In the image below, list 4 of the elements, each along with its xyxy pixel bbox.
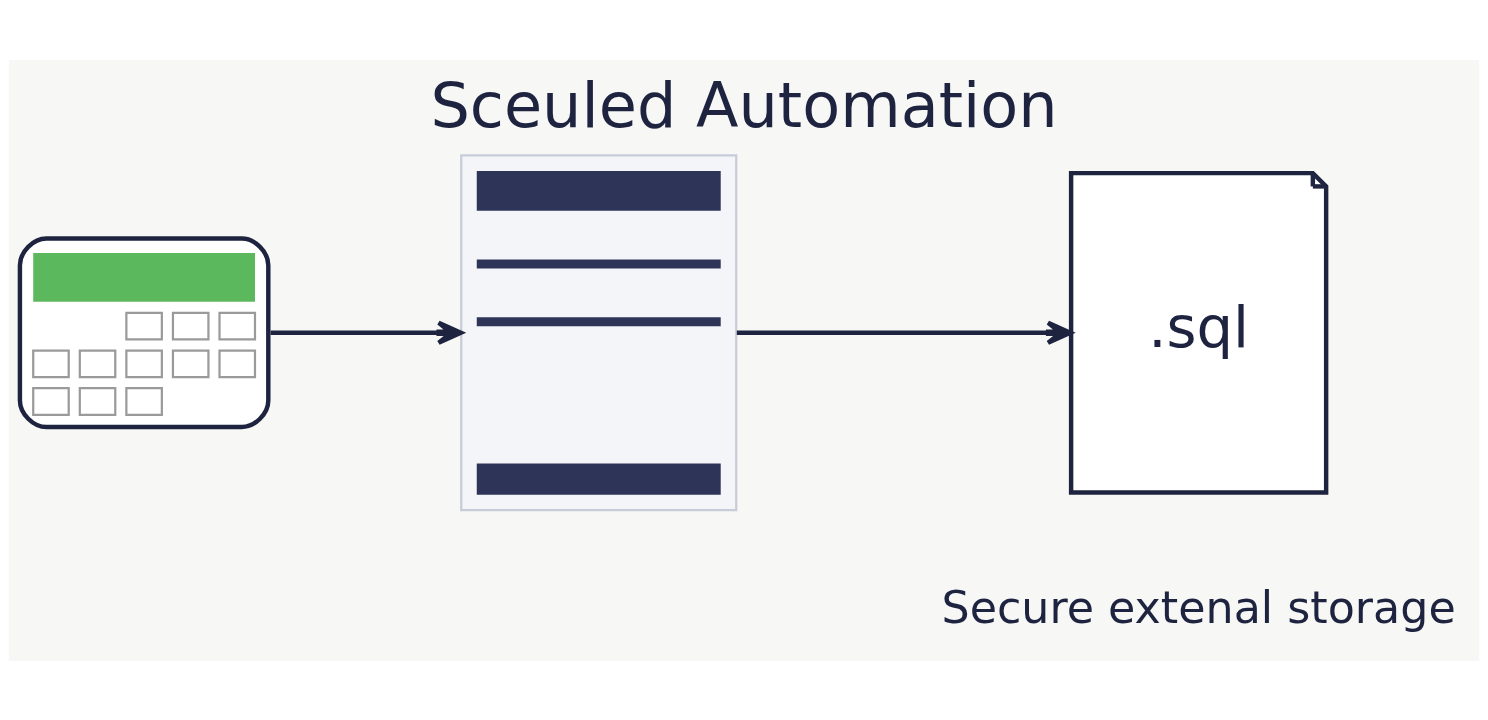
diagram-title: Sceuled Automation <box>430 68 1058 142</box>
arrow <box>736 320 1073 345</box>
arrow <box>270 320 464 345</box>
node-label: Secure extenal storage <box>941 581 1456 633</box>
